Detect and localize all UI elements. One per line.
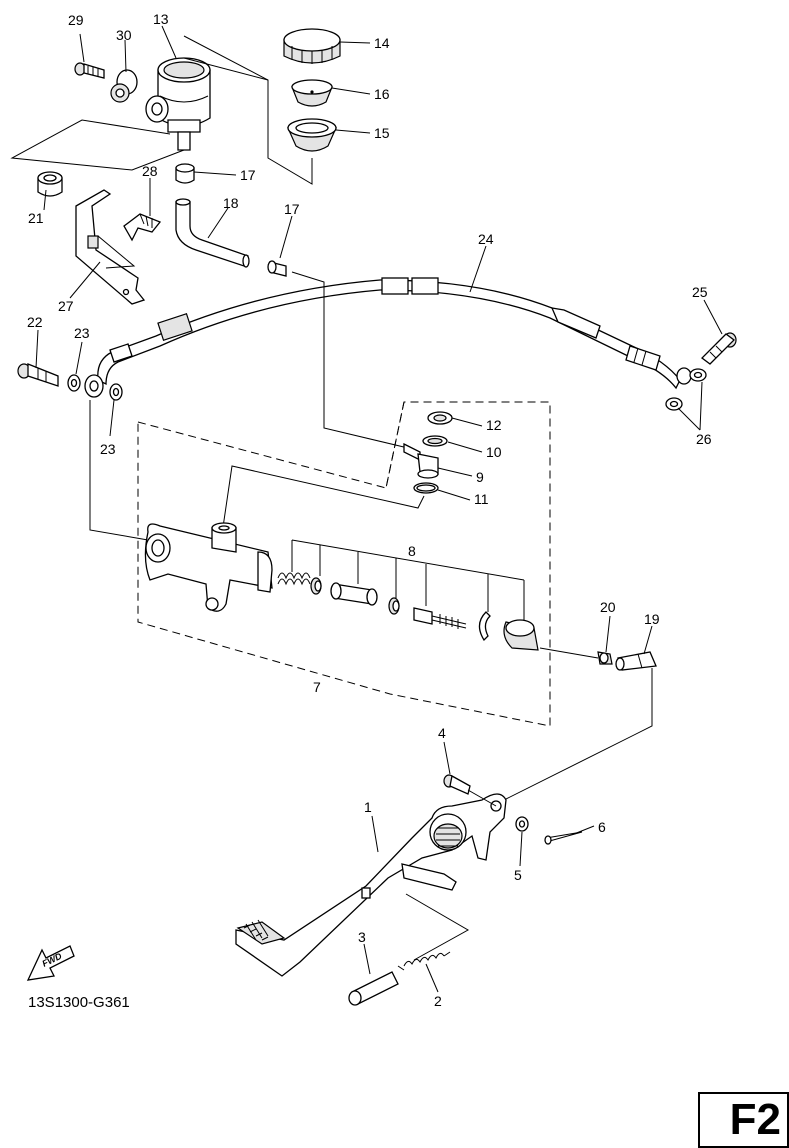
part-17-clip-upper (175, 163, 195, 184)
part-30-grommet (110, 69, 138, 103)
part-12-cap (427, 411, 453, 425)
part-19-clevis (615, 651, 657, 671)
part-8-piston-kit (277, 572, 539, 651)
callout-13: 13 (153, 11, 169, 27)
part-27-bracket (75, 189, 146, 305)
part-26-washer-b (665, 397, 683, 411)
callout-2: 2 (434, 993, 442, 1009)
callout-25: 25 (692, 284, 708, 300)
callout-4: 4 (438, 725, 446, 741)
kit-8-bracket (291, 539, 525, 620)
callout-labels: 29 30 13 14 16 15 17 18 17 28 21 27 24 2… (27, 11, 712, 1009)
part-15-diaphragm (287, 118, 337, 152)
callout-5: 5 (514, 867, 522, 883)
part-21-collar (37, 171, 63, 197)
callout-18: 18 (223, 195, 239, 211)
part-10-o-ring (422, 435, 448, 447)
kit-9-12-boundary (385, 401, 405, 489)
part-25-union-bolt (701, 332, 737, 365)
reservoir-assembly-leader (10, 119, 185, 171)
part-11-o-ring (413, 482, 439, 494)
callout-11: 11 (474, 491, 489, 507)
part-26-washer-a (689, 368, 707, 382)
part-28-clip (123, 213, 162, 242)
part-2-spring (397, 951, 451, 971)
part-9-hose-joint (403, 442, 439, 479)
callout-23-b: 23 (100, 441, 116, 457)
bolt-22-guide (89, 400, 149, 541)
part-6-cotter-pin (544, 831, 583, 845)
callout-15: 15 (374, 125, 390, 141)
kit-7-boundary (137, 401, 551, 727)
callout-leaders (35, 25, 723, 993)
callout-24: 24 (478, 231, 494, 247)
callout-10: 10 (486, 444, 502, 460)
part-23-washer-b (109, 383, 123, 401)
part-14-cap (283, 28, 341, 64)
part-23-washer-a (67, 374, 81, 392)
callout-27: 27 (58, 298, 74, 314)
part-4-pin (443, 774, 471, 795)
callout-14: 14 (374, 35, 390, 51)
callout-8: 8 (408, 543, 416, 559)
page-tag: F2 (698, 1092, 789, 1148)
hose-to-joint-guide (291, 271, 409, 449)
callout-7: 7 (313, 679, 321, 695)
callout-3: 3 (358, 929, 366, 945)
part-20-nut (597, 651, 613, 665)
callout-9: 9 (476, 469, 484, 485)
part-18-hose (175, 198, 250, 268)
callout-17-upper: 17 (240, 167, 256, 183)
callout-20: 20 (600, 599, 616, 615)
callout-26: 26 (696, 431, 712, 447)
callout-6: 6 (598, 819, 606, 835)
part-16-plate (291, 79, 333, 107)
callout-12: 12 (486, 417, 502, 433)
reservoir-mount-leader (97, 235, 136, 269)
callout-19: 19 (644, 611, 660, 627)
callout-22: 22 (27, 314, 43, 330)
cap-group-bracket (183, 35, 313, 185)
callout-29: 29 (68, 12, 84, 28)
callout-1: 1 (364, 799, 372, 815)
part-1-brake-pedal (235, 793, 507, 977)
part-5-washer (515, 816, 529, 832)
fwd-arrow-icon: FWD (26, 945, 75, 981)
part-24-brake-hose (84, 277, 692, 398)
callout-28: 28 (142, 163, 158, 179)
part-22-union-bolt (17, 363, 59, 387)
callout-21: 21 (28, 210, 44, 226)
callout-30: 30 (116, 27, 132, 43)
drawing-code: 13S1300-G361 (28, 994, 130, 1011)
callout-17-lower: 17 (284, 201, 300, 217)
part-3-sleeve (348, 971, 399, 1006)
part-13-reservoir (145, 57, 211, 151)
master-cylinder-body (144, 522, 273, 612)
callout-16: 16 (374, 86, 390, 102)
part-29-bolt (74, 62, 105, 79)
callout-23-a: 23 (74, 325, 90, 341)
part-17-clip-lower (267, 260, 287, 277)
